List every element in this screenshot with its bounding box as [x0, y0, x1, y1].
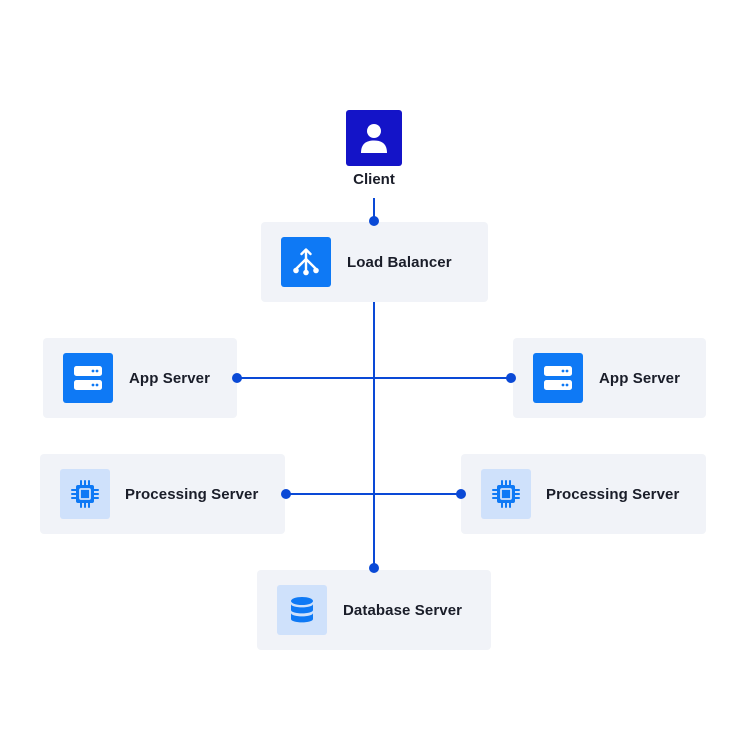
load-balancer-node[interactable]: Load Balancer — [261, 222, 488, 302]
app-server-right-icon-box — [533, 353, 583, 403]
cpu-chip-icon — [492, 480, 520, 508]
user-icon — [361, 124, 387, 153]
server-icon — [544, 366, 572, 390]
database-server-icon-box — [277, 585, 327, 635]
app-server-right-label: App Server — [599, 370, 681, 387]
processing-server-right-label: Processing Server — [546, 486, 680, 503]
app-server-left-node[interactable]: App Server — [43, 338, 237, 418]
app-server-left-label: App Server — [129, 370, 211, 387]
cpu-chip-icon — [71, 480, 99, 508]
database-server-label: Database Server — [343, 602, 463, 619]
processing-server-left-node[interactable]: Processing Server — [40, 454, 285, 534]
processing-server-right-node[interactable]: Processing Server — [461, 454, 706, 534]
processing-server-left-label: Processing Server — [125, 486, 259, 503]
processing-server-right-icon-box — [481, 469, 531, 519]
load-balancer-icon — [293, 248, 319, 276]
server-icon — [74, 366, 102, 390]
client-label: Client — [353, 171, 395, 188]
database-server-node[interactable]: Database Server — [257, 570, 491, 650]
app-server-left-icon-box — [63, 353, 113, 403]
client-node[interactable] — [346, 110, 402, 166]
load-balancer-label: Load Balancer — [347, 254, 452, 271]
app-server-right-node[interactable]: App Server — [513, 338, 706, 418]
database-icon — [291, 597, 313, 623]
processing-server-left-icon-box — [60, 469, 110, 519]
load-balancer-icon-box — [281, 237, 331, 287]
